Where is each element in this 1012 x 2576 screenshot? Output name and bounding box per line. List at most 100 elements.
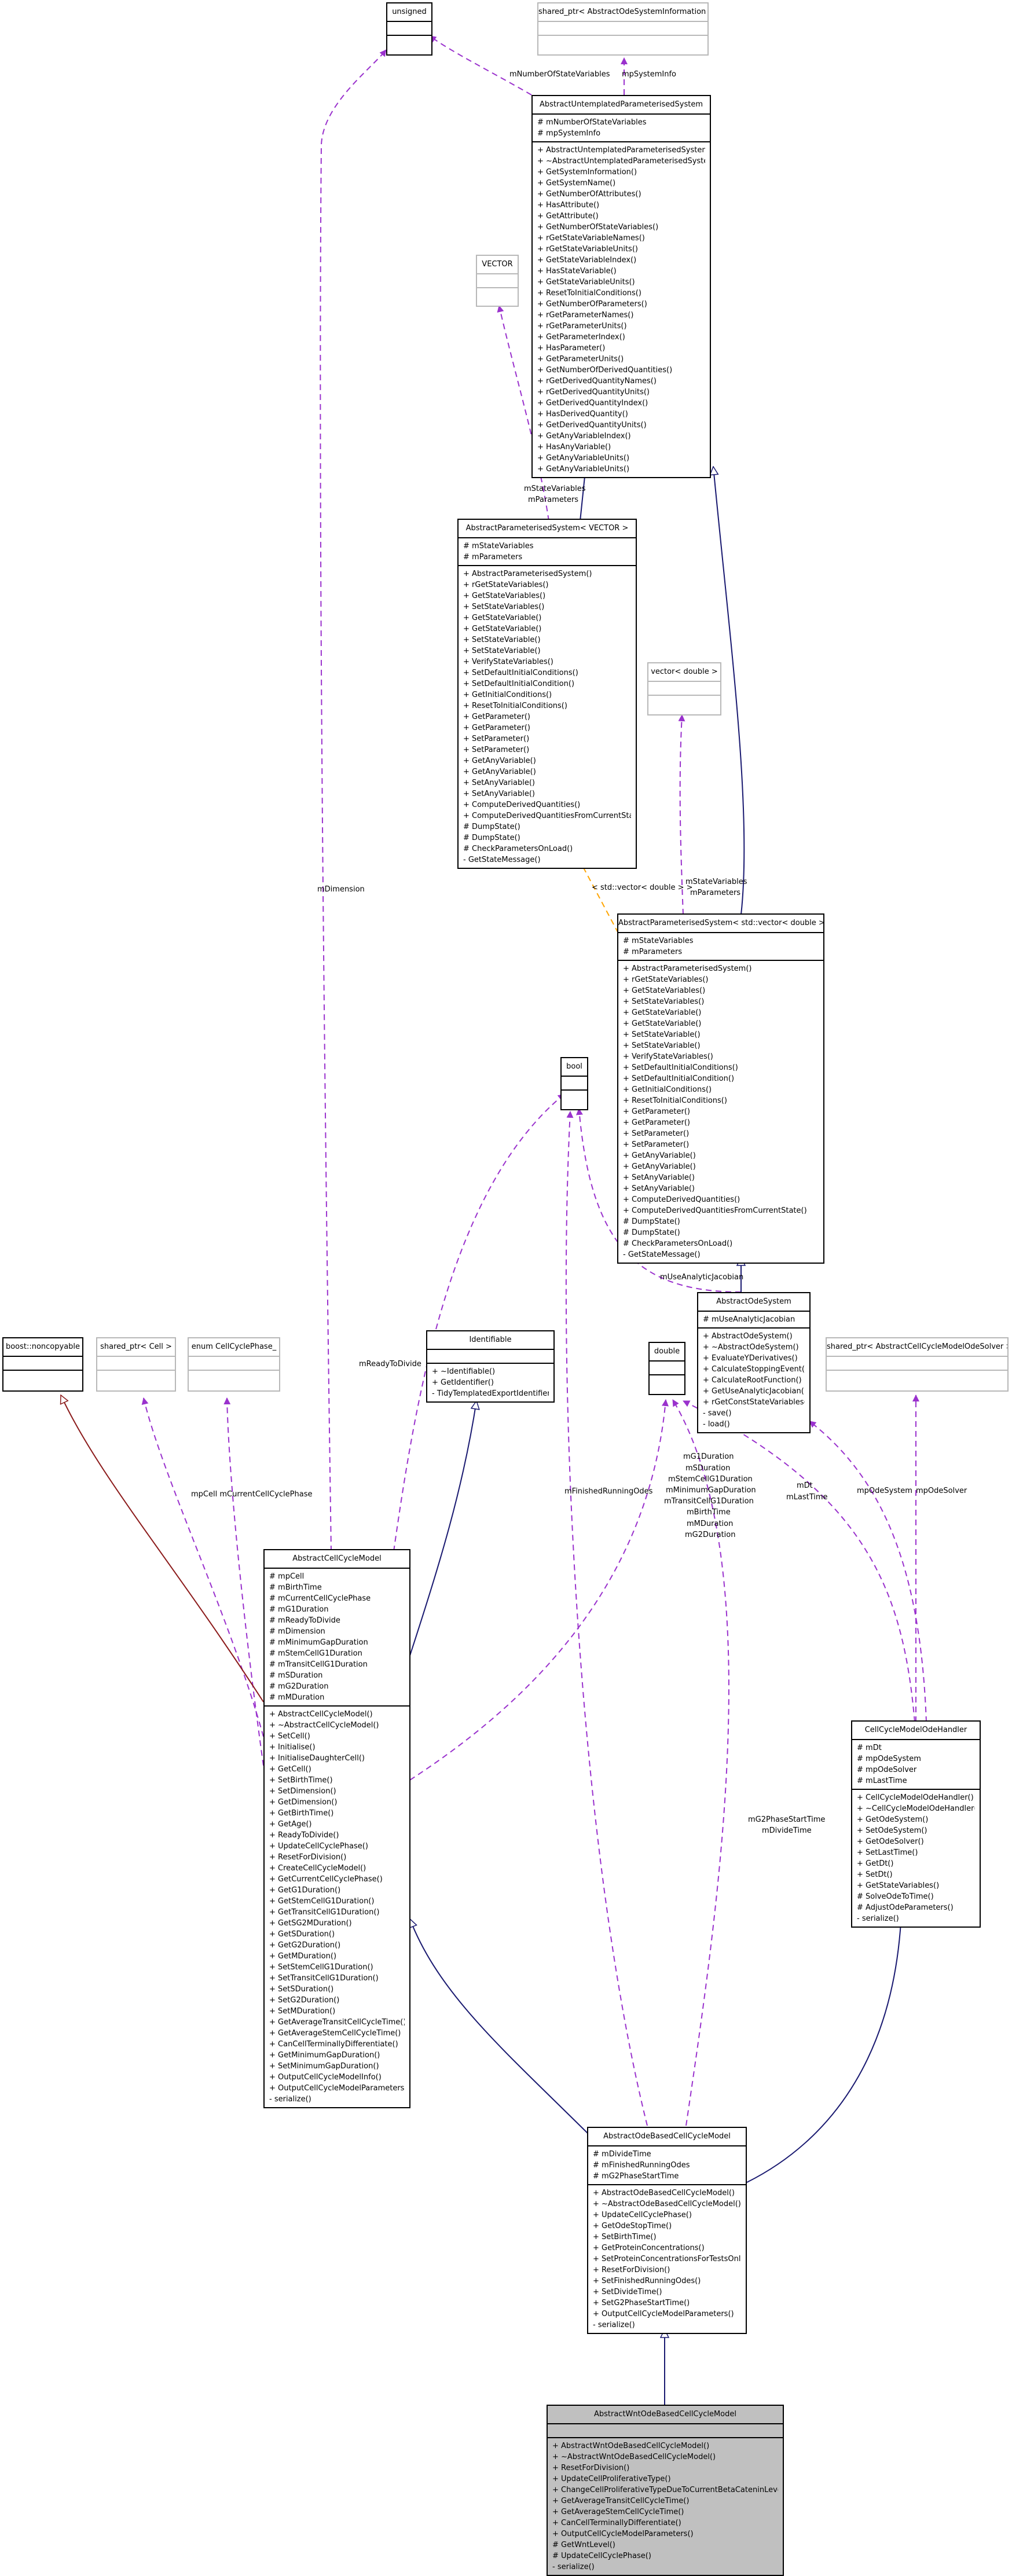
method-row: + GetMinimumGapDuration() [269, 2051, 380, 2060]
class-boost-noncopyable: boost::noncopyable [2, 1337, 83, 1392]
method-row: + SetDefaultInitialConditions() [623, 1063, 738, 1072]
attribute-row: # mUseAnalyticJacobian [703, 1315, 795, 1324]
method-row: + UpdateCellProliferativeType() [552, 2475, 671, 2483]
method-row: + OutputCellCycleModelParameters() [593, 2310, 734, 2318]
method-row: + GetStateVariableIndex() [537, 256, 637, 265]
method-row: + OutputCellCycleModelParameters() [269, 2084, 405, 2093]
method-row: + GetStateVariables() [623, 986, 706, 995]
method-row: + GetStateVariables() [857, 1881, 940, 1890]
methods-section: + AbstractUntemplatedParameterisedSystem… [533, 142, 710, 477]
edge-template-instantiation [580, 861, 619, 934]
class-abstract-param-vector: AbstractParameterisedSystem< VECTOR > # … [457, 519, 637, 869]
class-title: VECTOR [477, 256, 518, 274]
method-row: + rGetParameterNames() [537, 311, 634, 320]
class-title: AbstractOdeSystem [698, 1293, 809, 1312]
method-row: + GetSDuration() [269, 1930, 335, 1939]
class-title: Identifiable [427, 1331, 553, 1350]
method-row: + GetAverageStemCellCycleTime() [269, 2029, 401, 2038]
attribute-row: # mDimension [269, 1627, 325, 1636]
method-row: + HasParameter() [537, 344, 606, 353]
method-row: + GetStemCellG1Duration() [269, 1897, 375, 1906]
method-row: + SetStateVariables() [623, 997, 705, 1006]
method-row: + SetStateVariable() [463, 647, 541, 655]
class-title: vector< double > [648, 663, 720, 682]
method-row: + GetParameter() [463, 724, 530, 732]
method-row: + rGetStateVariables() [623, 975, 709, 984]
method-row: + GetAnyVariableUnits() [537, 454, 630, 463]
method-row: + SetProteinConcentrationsForTestsOnly() [593, 2255, 741, 2263]
label-mG2PhaseStartTime: mG2PhaseStartTime [748, 1815, 825, 1824]
method-row: + SetG2PhaseStartTime() [593, 2299, 690, 2307]
method-row: + AbstractOdeBasedCellCycleModel() [593, 2189, 735, 2197]
method-row: + GetStateVariable() [623, 1019, 702, 1028]
method-row: + GetAttribute() [537, 212, 599, 221]
attributes-section [548, 2424, 783, 2438]
method-row: + rGetDerivedQuantityUnits() [537, 388, 650, 397]
method-row: + CanCellTerminallyDifferentiate() [269, 2040, 398, 2049]
method-row: + GetParameter() [463, 713, 530, 721]
attributes-section [3, 1357, 82, 1371]
method-row: + SetDefaultInitialConditions() [463, 669, 578, 677]
edge-mUseAnalyticJacobian [575, 1108, 742, 1293]
label-mUseAnalyticJacobian: mUseAnalyticJacobian [660, 1273, 743, 1282]
method-row: + AbstractParameterisedSystem() [623, 964, 752, 973]
method-row: + ~AbstractOdeSystem() [703, 1343, 799, 1352]
class-vector: VECTOR [476, 255, 519, 307]
methods-section [562, 1091, 587, 1104]
label-double-4: mTransitCellG1Duration [664, 1497, 754, 1506]
class-vector-double: vector< double > [647, 662, 721, 715]
class-title: unsigned [387, 3, 431, 22]
method-row: # DumpState() [463, 834, 520, 842]
method-row: + InitialiseDaughterCell() [269, 1754, 365, 1763]
methods-section [3, 1371, 82, 1385]
method-row: + GetMDuration() [269, 1952, 337, 1961]
edge-state-vars-vector [497, 305, 549, 522]
method-row: # CheckParametersOnLoad() [623, 1239, 733, 1248]
method-row: + ChangeCellProliferativeTypeDueToCurren… [552, 2486, 778, 2494]
method-row: + SetDimension() [269, 1787, 336, 1796]
method-row: + ComputeDerivedQuantitiesFromCurrentSta… [623, 1206, 807, 1215]
method-row: + GetNumberOfAttributes() [537, 190, 641, 199]
method-row: - load() [703, 1420, 730, 1429]
method-row: + GetDt() [857, 1859, 894, 1868]
label-mDivideTime: mDivideTime [762, 1826, 812, 1835]
class-title: AbstractWntOdeBasedCellCycleModel [548, 2406, 783, 2424]
method-row: + SetDefaultInitialCondition() [463, 680, 575, 688]
attributes-section [562, 1077, 587, 1091]
label-params-2: mParameters [690, 889, 740, 897]
method-row: + ReadyToDivide() [269, 1831, 339, 1840]
methods-section: + AbstractParameterisedSystem() + rGetSta… [618, 961, 823, 1263]
attributes-section: # mDivideTime# mFinishedRunningOdes# mG2… [588, 2146, 746, 2185]
attribute-row: # mReadyToDivide [269, 1616, 340, 1625]
class-shared-ptr-ode-info: shared_ptr< AbstractOdeSystemInformation… [537, 2, 709, 56]
class-shared-ptr-cell: shared_ptr< Cell > [96, 1337, 176, 1392]
class-title: bool [562, 1058, 587, 1077]
method-row: + AbstractCellCycleModel() [269, 1710, 373, 1719]
label-mLastTime: mLastTime [786, 1493, 828, 1502]
method-row: + OutputCellCycleModelParameters() [552, 2530, 694, 2538]
method-row: - GetStateMessage() [463, 856, 541, 864]
method-row: + GetStateVariables() [463, 592, 546, 600]
method-row: + SetAnyVariable() [623, 1184, 695, 1193]
method-row: + GetDerivedQuantityIndex() [537, 399, 648, 408]
edge-ccm-inherits-noncopyable [61, 1395, 264, 1702]
method-row: + GetParameter() [623, 1118, 690, 1127]
method-row: - TidyTemplatedExportIdentifier() [432, 1389, 549, 1398]
method-row: + GetIdentifier() [432, 1378, 494, 1387]
method-row: + SetTransitCellG1Duration() [269, 1974, 379, 1983]
method-row: + GetNumberOfParameters() [537, 300, 647, 309]
attributes-section: # mUseAnalyticJacobian [698, 1312, 809, 1329]
method-row: + SetSDuration() [269, 1985, 334, 1994]
attribute-row: # mTransitCellG1Duration [269, 1660, 368, 1669]
method-row: + CreateCellCycleModel() [269, 1864, 366, 1873]
method-row: + ~AbstractUntemplatedParameterisedSyste… [537, 157, 705, 166]
attribute-row: # mSDuration [269, 1671, 323, 1680]
method-row: + GetParameterIndex() [537, 333, 625, 342]
edge-mReadyToDivide [393, 1093, 565, 1552]
class-shared-ptr-solver: shared_ptr< AbstractCellCycleModelOdeSol… [826, 1337, 1009, 1392]
method-row: + SetStateVariables() [463, 603, 545, 611]
method-row: + GetUseAnalyticJacobian() [703, 1387, 805, 1396]
method-row: + GetInitialConditions() [623, 1085, 712, 1094]
label-params-1: mParameters [528, 496, 578, 504]
